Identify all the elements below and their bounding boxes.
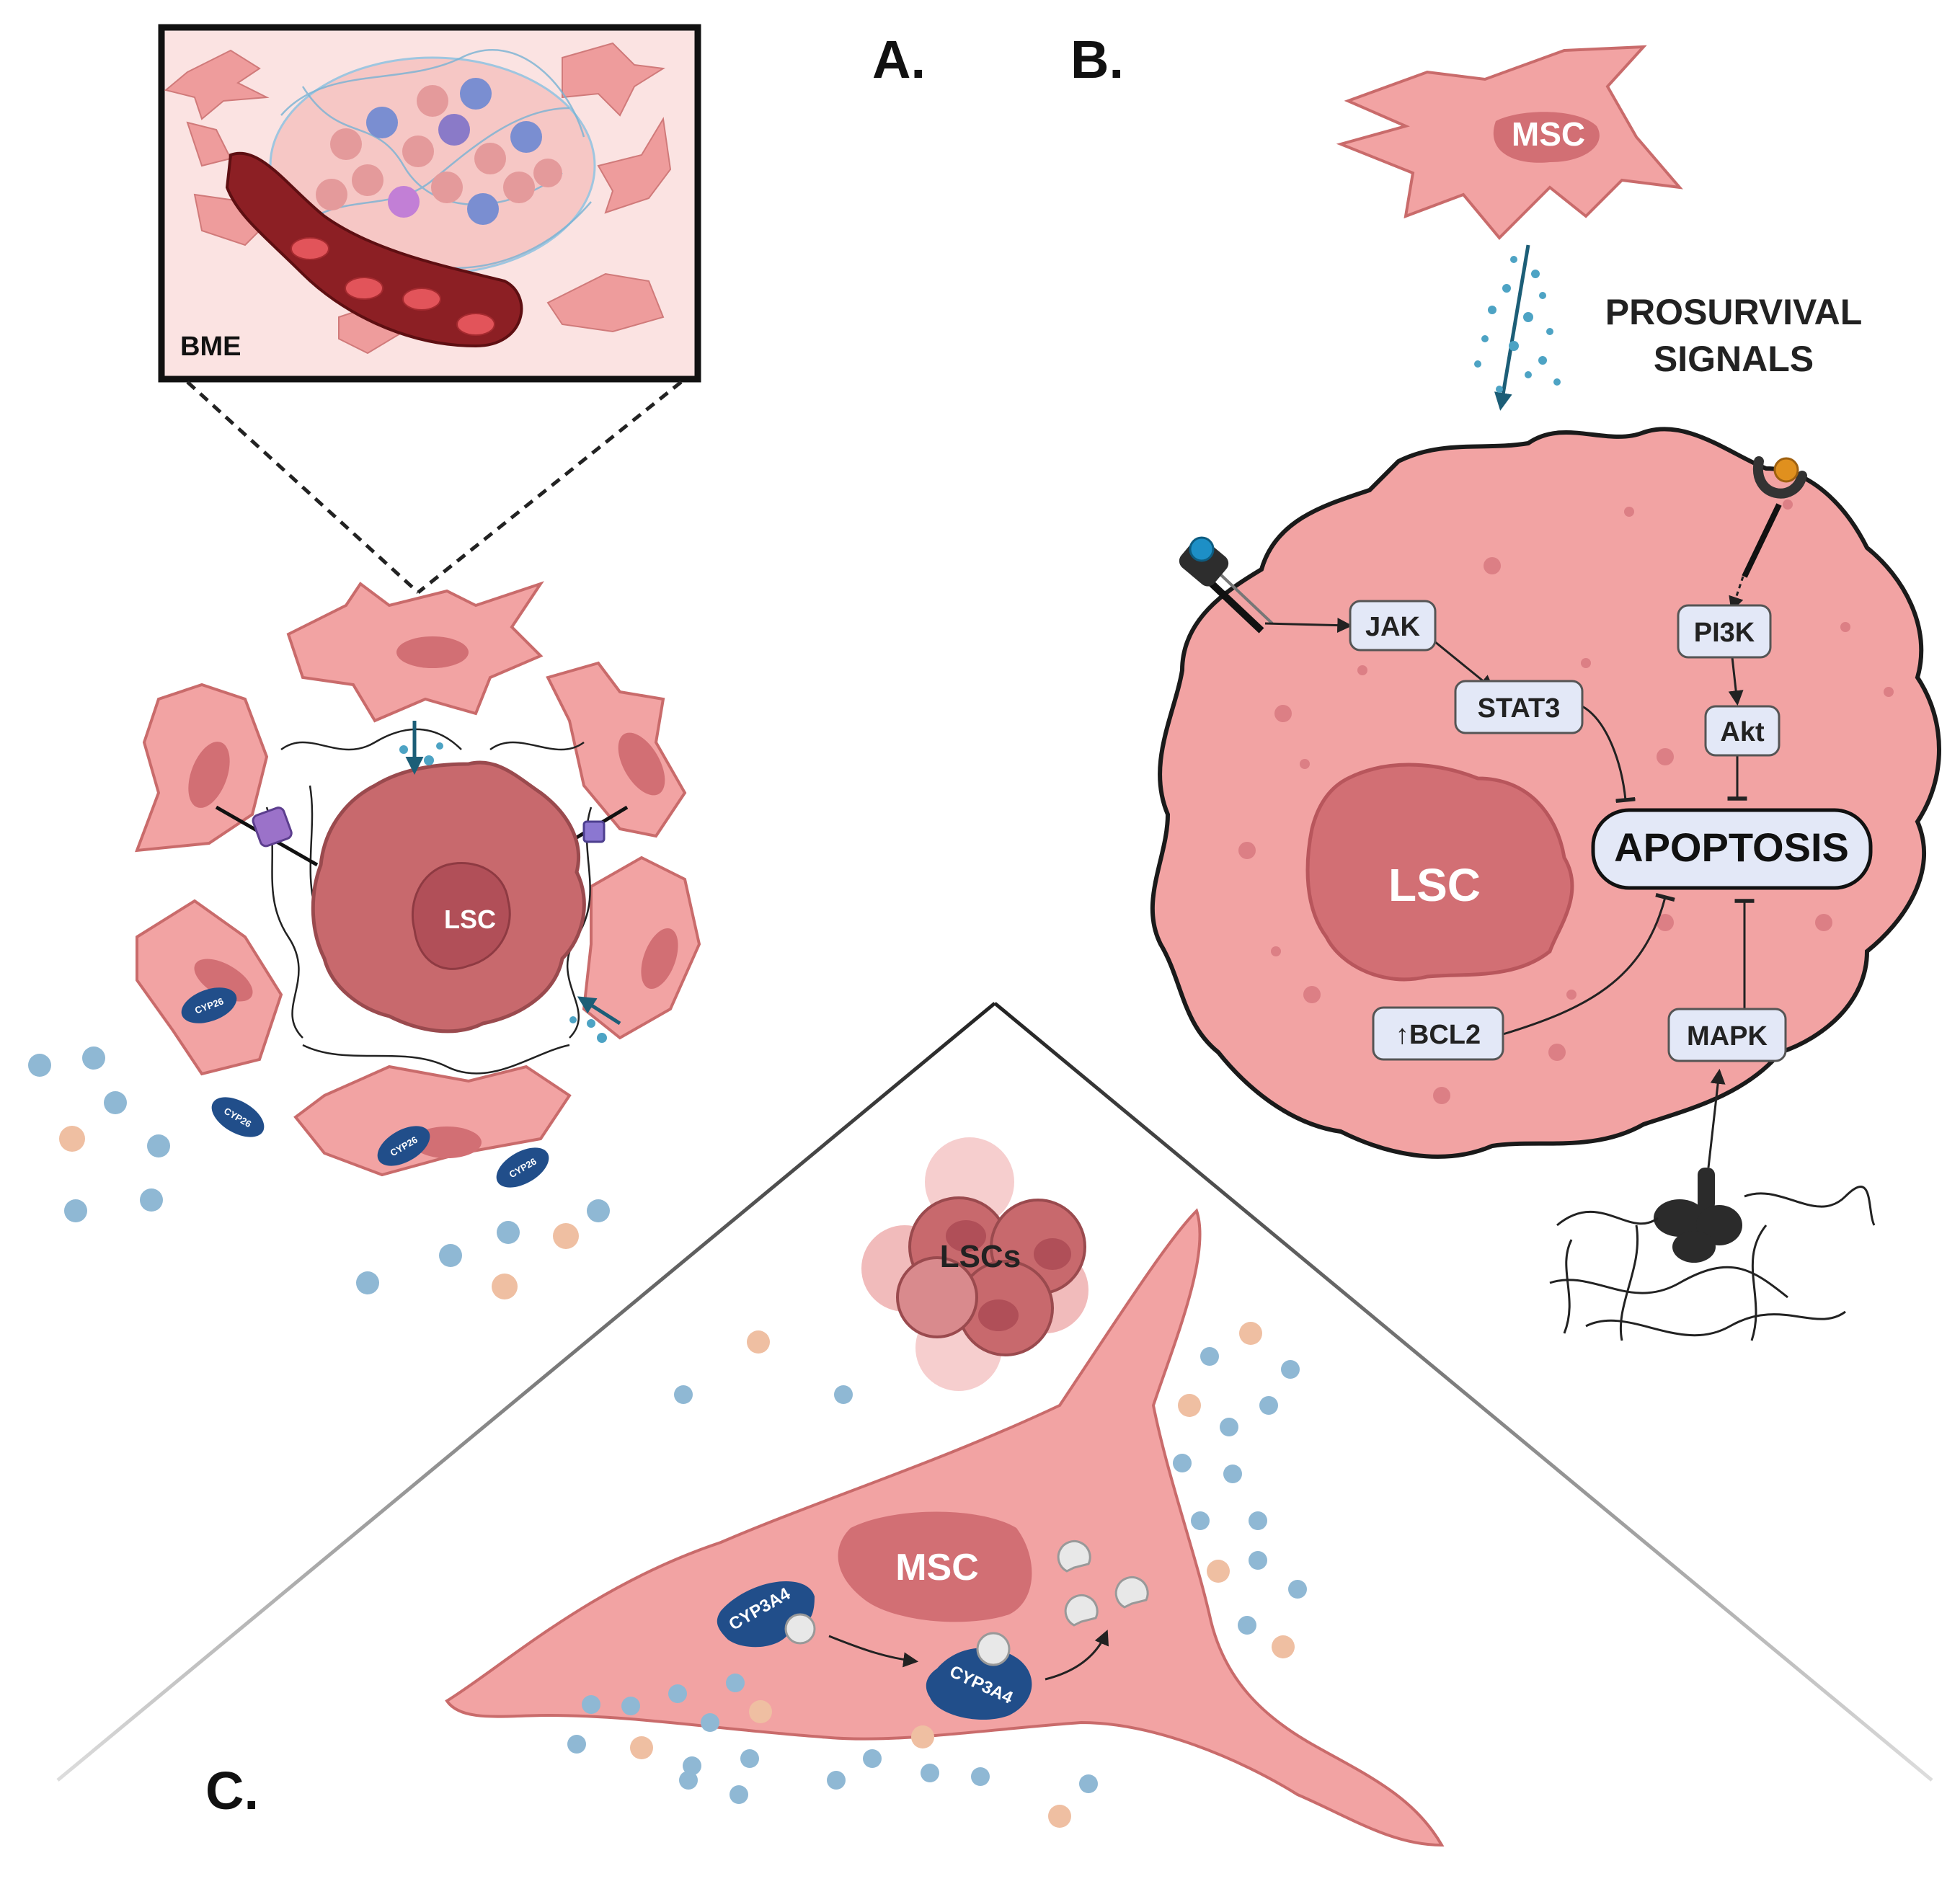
panel-b-lsc-label: LSC xyxy=(1388,859,1481,911)
panel-c-lscs-label: LSCs xyxy=(940,1239,1021,1274)
prosurvival-signal-dots xyxy=(1474,256,1561,393)
svg-text:↑BCL2: ↑BCL2 xyxy=(1396,1020,1481,1050)
panel-c-molecule-dots xyxy=(567,1322,1307,1828)
node-pi3k: PI3K xyxy=(1677,604,1772,659)
panel-label-c: C. xyxy=(205,1761,259,1821)
panel-c-lscs-cluster xyxy=(861,1137,1088,1391)
prosurvival-label-line1: PROSURVIVAL xyxy=(1605,292,1863,332)
node-mapk: MAPK xyxy=(1667,1008,1787,1062)
inset-blood-vessel xyxy=(225,151,523,348)
panel-a-molecule-dots xyxy=(28,1046,610,1299)
niche-stromal-nuclei xyxy=(188,636,678,1158)
svg-text:JAK: JAK xyxy=(1365,612,1421,642)
panel-b-msc-label: MSC xyxy=(1512,115,1585,153)
svg-text:MAPK: MAPK xyxy=(1687,1021,1768,1052)
node-bcl2: ↑BCL2 xyxy=(1372,1006,1504,1061)
niche-lsc-nucleus xyxy=(411,861,511,970)
prosurvival-label-line2: SIGNALS xyxy=(1654,339,1814,379)
panel-b-msc-nucleus xyxy=(1493,112,1600,163)
panel-b-lsc-cell xyxy=(1150,427,1941,1159)
niche-lsc-label: LSC xyxy=(444,905,496,934)
panel-b-receptor-right xyxy=(1742,456,1807,578)
panel-c-drug-molecules xyxy=(784,1613,1011,1666)
panel-c-metabolite-fragments xyxy=(1057,1540,1149,1627)
panel-c-msc-nucleus xyxy=(838,1511,1032,1622)
panel-label-b: B. xyxy=(1070,30,1124,89)
panel-b-integrin xyxy=(1654,1168,1742,1263)
prosurvival-arrow xyxy=(1494,244,1530,411)
panel-b-ecm-fibers xyxy=(1549,1186,1876,1341)
node-stat3: STAT3 xyxy=(1454,680,1584,734)
panel-c-msc-label: MSC xyxy=(895,1547,979,1588)
panel-c-cyp3a4-right: CYP3A4 xyxy=(926,1648,1032,1720)
inset-zoom-lines xyxy=(186,381,683,594)
inset-leukemic-cells xyxy=(316,78,562,225)
inset-label-bme: BME xyxy=(180,332,241,362)
svg-text:STAT3: STAT3 xyxy=(1478,693,1561,724)
panel-b-receptor-left xyxy=(1179,536,1274,634)
panel-dividers xyxy=(56,29,1933,1782)
svg-text:PI3K: PI3K xyxy=(1694,618,1755,648)
panel-c-metabolism-arrows xyxy=(828,1630,1109,1681)
niche-signal-dots xyxy=(399,742,607,1043)
svg-text:Akt: Akt xyxy=(1720,717,1765,747)
inset-red-blood-cells xyxy=(291,237,495,336)
node-jak: JAK xyxy=(1349,600,1437,652)
node-akt: Akt xyxy=(1704,705,1781,757)
niche-cyp26-enzymes xyxy=(181,987,549,1188)
svg-text:APOPTOSIS: APOPTOSIS xyxy=(1614,825,1849,870)
node-apoptosis: APOPTOSIS xyxy=(1591,808,1873,890)
niche-signal-arrows xyxy=(405,721,621,1026)
panel-label-a: A. xyxy=(872,30,926,89)
bme-inset: BME xyxy=(158,24,701,383)
panel-b-lsc-nucleus xyxy=(1305,763,1574,982)
